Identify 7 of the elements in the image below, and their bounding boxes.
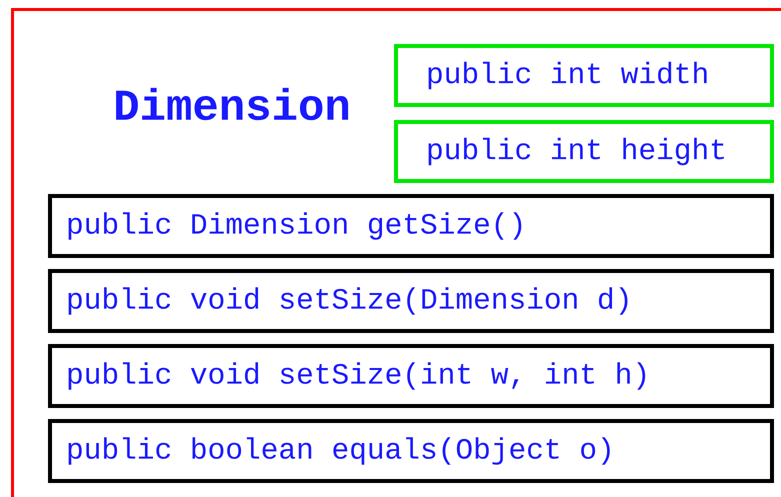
field-box: public int width [394, 44, 774, 107]
method-box: public void setSize(Dimension d) [48, 269, 774, 333]
class-name: Dimension [116, 88, 348, 120]
field-box: public int height [394, 120, 774, 183]
method-box: public void setSize(int w, int h) [48, 344, 774, 408]
method-box: public Dimension getSize() [48, 194, 774, 258]
method-box: public boolean equals(Object o) [48, 419, 774, 483]
